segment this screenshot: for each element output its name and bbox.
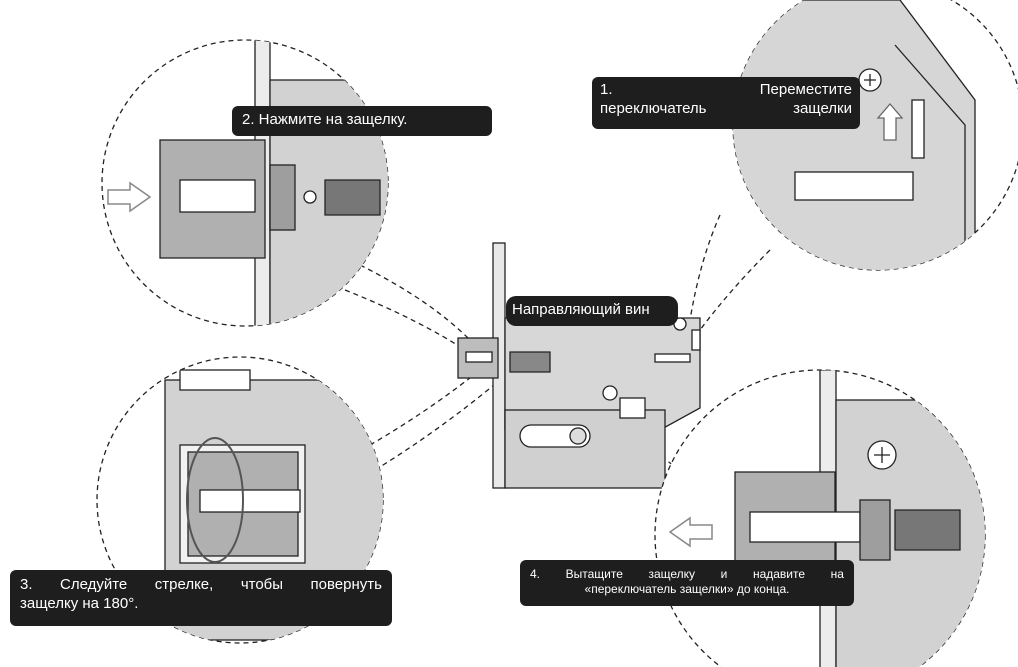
push-arrow-icon — [107, 181, 152, 213]
zoom-circle-press-latch — [101, 39, 389, 327]
zoom-circle-latch-switch — [732, 0, 1018, 271]
callout-step-2: 2. Нажмите на защелку. — [232, 106, 492, 136]
step-4-line2: «переключатель защелки» до конца. — [584, 582, 790, 596]
step-1-line2b: защелки — [793, 99, 852, 117]
step-3-w4: чтобы — [240, 576, 284, 593]
step-4-w2: Вытащите — [565, 567, 623, 581]
step-3-w3: стрелке, — [154, 576, 214, 593]
step-4-w5: надавите — [752, 567, 806, 581]
callout-guide-screw: Направляющий вин — [506, 296, 678, 326]
step-4-w1: 4. — [530, 567, 541, 581]
guide-screw-text: Направляющий вин — [512, 301, 650, 318]
step-3-w1: 3. — [20, 576, 33, 593]
rotate-arrow-icon — [186, 437, 244, 563]
step-1-word: Переместите — [759, 81, 852, 98]
step-4-w4: и — [720, 567, 728, 581]
step-1-line2a: переключатель — [600, 99, 707, 117]
step-4-w6: на — [830, 567, 844, 581]
pull-arrow-icon — [668, 516, 713, 548]
callout-step-4: 4. Вытащите защелку и надавите на «перек… — [520, 560, 854, 606]
step-2-text: 2. Нажмите на защелку. — [242, 111, 408, 128]
step-3-w5: повернуть — [310, 576, 382, 593]
lock-body — [457, 242, 701, 489]
callout-step-1: 1. Переместите переключатель защелки — [592, 77, 860, 129]
callout-step-3: 3. Следуйте стрелке, чтобы повернуть защ… — [10, 570, 392, 626]
step-3-line2: защелку на 180°. — [20, 594, 139, 612]
up-arrow-icon — [876, 103, 904, 141]
step-3-w2: Следуйте — [60, 576, 128, 593]
step-4-w3: защелку — [648, 567, 696, 581]
zoom-circle-pull-latch — [654, 369, 986, 667]
step-1-number: 1. — [600, 81, 613, 98]
